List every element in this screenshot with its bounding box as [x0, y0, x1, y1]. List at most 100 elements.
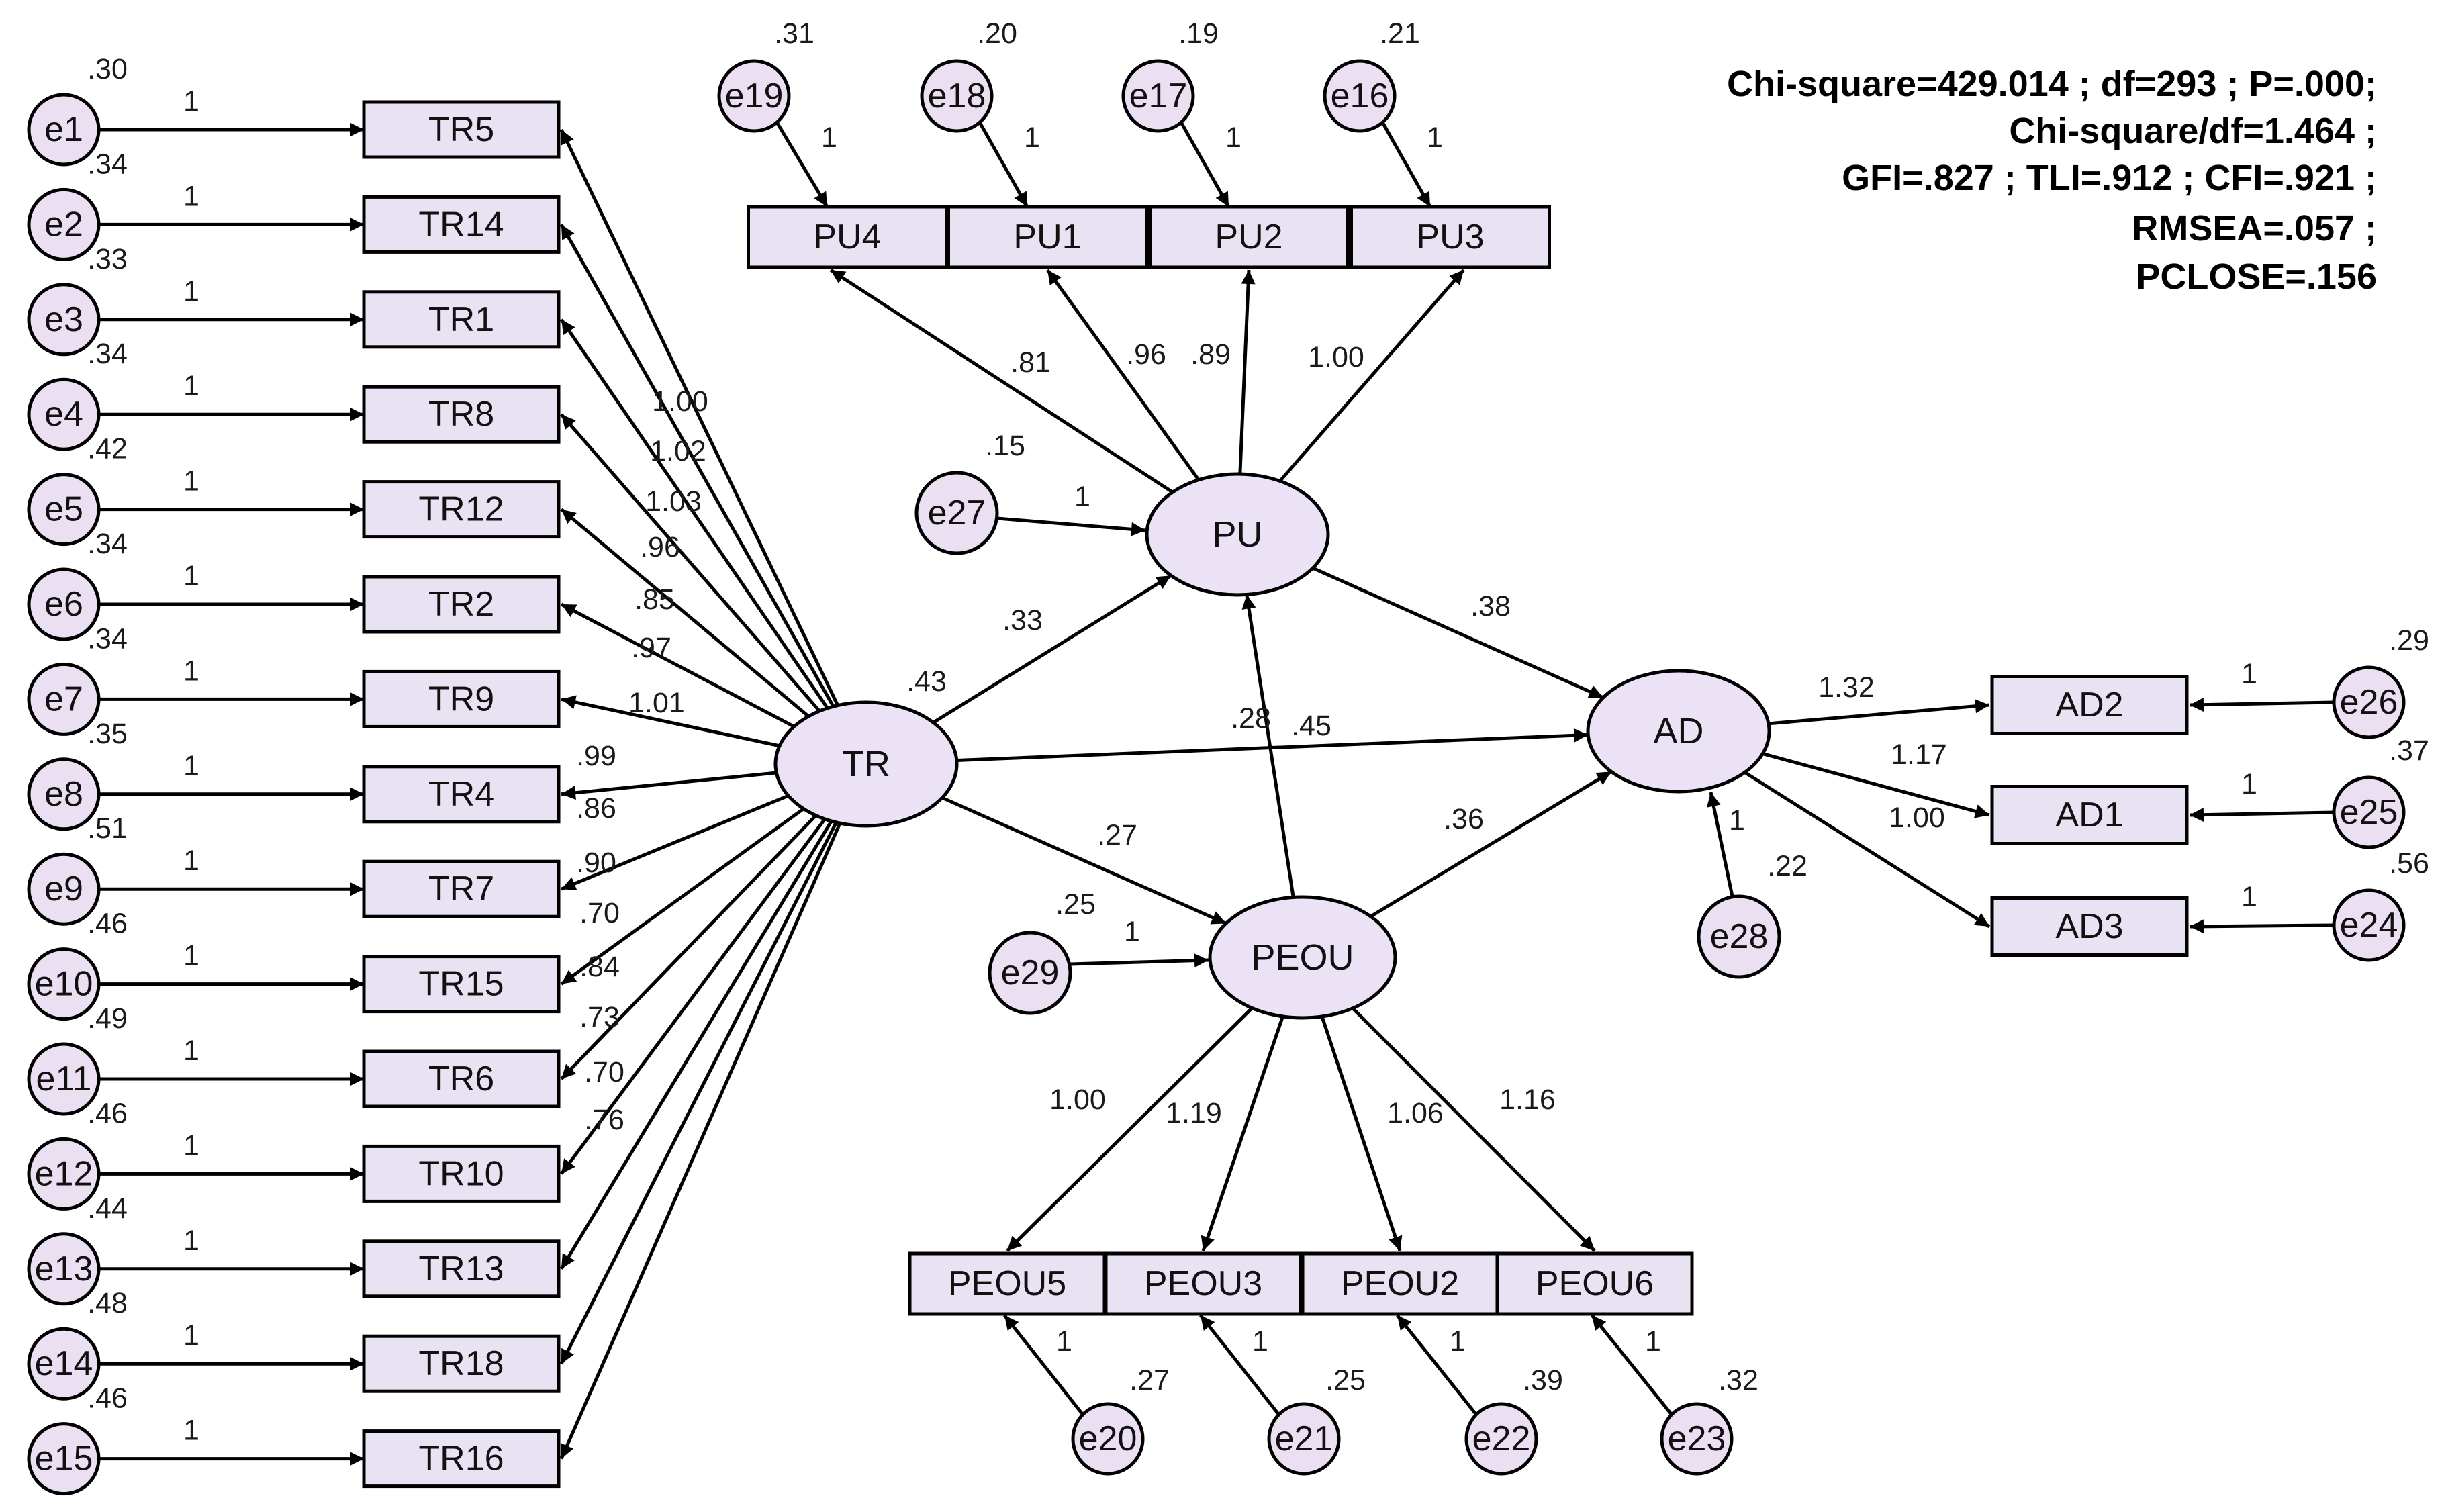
- indicator-peou2: [1301, 1251, 1499, 1316]
- path-e24-ad3: [2189, 919, 2335, 934]
- indicator-ad2: [1990, 675, 2189, 735]
- loading-pu3: 1.00: [1308, 341, 1364, 373]
- fit-stat-line-3: GFI=.827 ; TLI=.912 ; CFI=.921 ;: [1842, 158, 2377, 198]
- indicator-tr5: [362, 100, 561, 159]
- fixed-weight-e24: 1: [2241, 881, 2257, 913]
- fixed-weight-e15: 1: [183, 1415, 199, 1447]
- loading-path-pu1: [1045, 269, 1201, 481]
- error-e21: [1267, 1402, 1341, 1476]
- indicator-tr4: [362, 765, 561, 824]
- fixed-weight-e29: 1: [1124, 916, 1140, 948]
- indicator-tr4-label: TR4: [428, 775, 494, 814]
- latent-ad: [1586, 669, 1771, 794]
- error-e13-label: e13: [35, 1249, 93, 1288]
- indicator-peou5-label: PEOU5: [948, 1264, 1066, 1303]
- loading-ad1: 1.17: [1891, 739, 1947, 771]
- loading-path-tr9: [561, 695, 780, 748]
- path-pu-ad: [1312, 566, 1604, 700]
- variance-e13: .44: [87, 1192, 128, 1225]
- loading-pu2: .89: [1190, 338, 1231, 371]
- fixed-weight-e17: 1: [1225, 122, 1241, 154]
- fixed-weight-e9: 1: [183, 845, 199, 877]
- loading-pu1: .96: [1126, 338, 1166, 371]
- loading-tr5: 1.00: [652, 385, 708, 418]
- indicator-tr12-label: TR12: [418, 490, 504, 529]
- error-e4-label: e4: [44, 395, 83, 434]
- loading-tr1: 1.03: [645, 485, 702, 518]
- fixed-weight-e3: 1: [183, 275, 199, 308]
- fixed-weight-e26: 1: [2241, 658, 2257, 690]
- error-e26: [2332, 665, 2406, 739]
- indicator-tr2-label: TR2: [428, 585, 494, 624]
- error-e1-label: e1: [44, 110, 83, 149]
- fixed-weight-e21: 1: [1252, 1325, 1268, 1358]
- path-e22-peou2: [1396, 1314, 1477, 1415]
- loading-path-tr8: [560, 413, 821, 712]
- error-e27: [914, 471, 999, 555]
- indicator-tr18-label: TR18: [418, 1344, 504, 1383]
- error-e23-label: e23: [1668, 1419, 1726, 1458]
- indicator-tr14: [362, 195, 561, 254]
- loading-ad2: 1.32: [1818, 671, 1875, 704]
- error-e15: [27, 1422, 101, 1496]
- error-e8: [27, 757, 101, 831]
- path-e20-peou5: [1003, 1314, 1084, 1415]
- loading-path-tr10: [559, 818, 827, 1175]
- loading-path-ad1: [1762, 752, 1990, 818]
- error-e9-label: e9: [44, 869, 83, 908]
- fit-stat-line-5: PCLOSE=.156: [2136, 256, 2377, 297]
- variance-e3: .33: [87, 243, 128, 275]
- fixed-weight-e8: 1: [183, 750, 199, 782]
- indicator-tr16: [362, 1429, 561, 1489]
- variance-e5: .42: [87, 433, 128, 465]
- error-e22-label: e22: [1472, 1419, 1531, 1458]
- fit-stat-line-2: Chi-square/df=1.464 ;: [2009, 111, 2377, 151]
- loading-path-pu2: [1238, 269, 1256, 475]
- error-e6: [27, 567, 101, 641]
- error-e24-label: e24: [2340, 906, 2398, 945]
- variance-e11: .49: [87, 1002, 128, 1035]
- error-e18: [920, 59, 994, 133]
- fixed-weight-e6: 1: [183, 560, 199, 592]
- indicator-peou6-label: PEOU6: [1536, 1264, 1654, 1303]
- fixed-weight-e14: 1: [183, 1319, 199, 1352]
- indicator-pu2: [1148, 205, 1350, 269]
- path-e17-pu2: [1179, 121, 1231, 208]
- variance-e1: .30: [87, 53, 128, 85]
- indicator-tr18: [362, 1334, 561, 1393]
- path-tr-peou: [941, 796, 1227, 925]
- variance-e2: .34: [87, 148, 128, 180]
- loading-path-tr15: [560, 807, 805, 986]
- error-e5-label: e5: [44, 490, 83, 529]
- latent-pu: [1145, 472, 1330, 597]
- loading-path-tr1: [559, 318, 829, 710]
- indicator-ad2-label: AD2: [2055, 686, 2123, 724]
- variance-e23: .32: [1718, 1364, 1758, 1397]
- loading-peou3: 1.19: [1166, 1097, 1222, 1129]
- variance-e26: .29: [2389, 624, 2429, 657]
- loading-peou2: 1.06: [1387, 1097, 1444, 1129]
- error-e12: [27, 1137, 101, 1211]
- indicator-tr12: [362, 480, 561, 539]
- loading-path-ad2: [1768, 699, 1990, 726]
- error-e17: [1121, 59, 1195, 133]
- indicator-tr14-label: TR14: [418, 205, 504, 244]
- latent-tr: [773, 700, 959, 828]
- variance-e16: .21: [1380, 17, 1420, 50]
- loading-tr9: 1.01: [628, 687, 685, 719]
- latent-pu-label: PU: [1212, 514, 1262, 555]
- fixed-weight-e12: 1: [183, 1129, 199, 1162]
- variance-e15: .46: [87, 1382, 128, 1415]
- fixed-weight-e28: 1: [1729, 804, 1745, 837]
- error-e15-label: e15: [35, 1439, 93, 1478]
- variance-e4: .34: [87, 338, 128, 370]
- loading-path-peou6: [1351, 1006, 1596, 1252]
- indicator-tr7: [362, 859, 561, 918]
- error-e20: [1071, 1402, 1145, 1476]
- indicator-tr8-label: TR8: [428, 395, 494, 434]
- loading-tr13: .73: [579, 1001, 620, 1033]
- fixed-weight-e27: 1: [1074, 481, 1090, 513]
- coef-tr-peou: .27: [1097, 819, 1137, 851]
- loading-path-peou3: [1201, 1016, 1284, 1251]
- loading-path-tr5: [559, 128, 839, 706]
